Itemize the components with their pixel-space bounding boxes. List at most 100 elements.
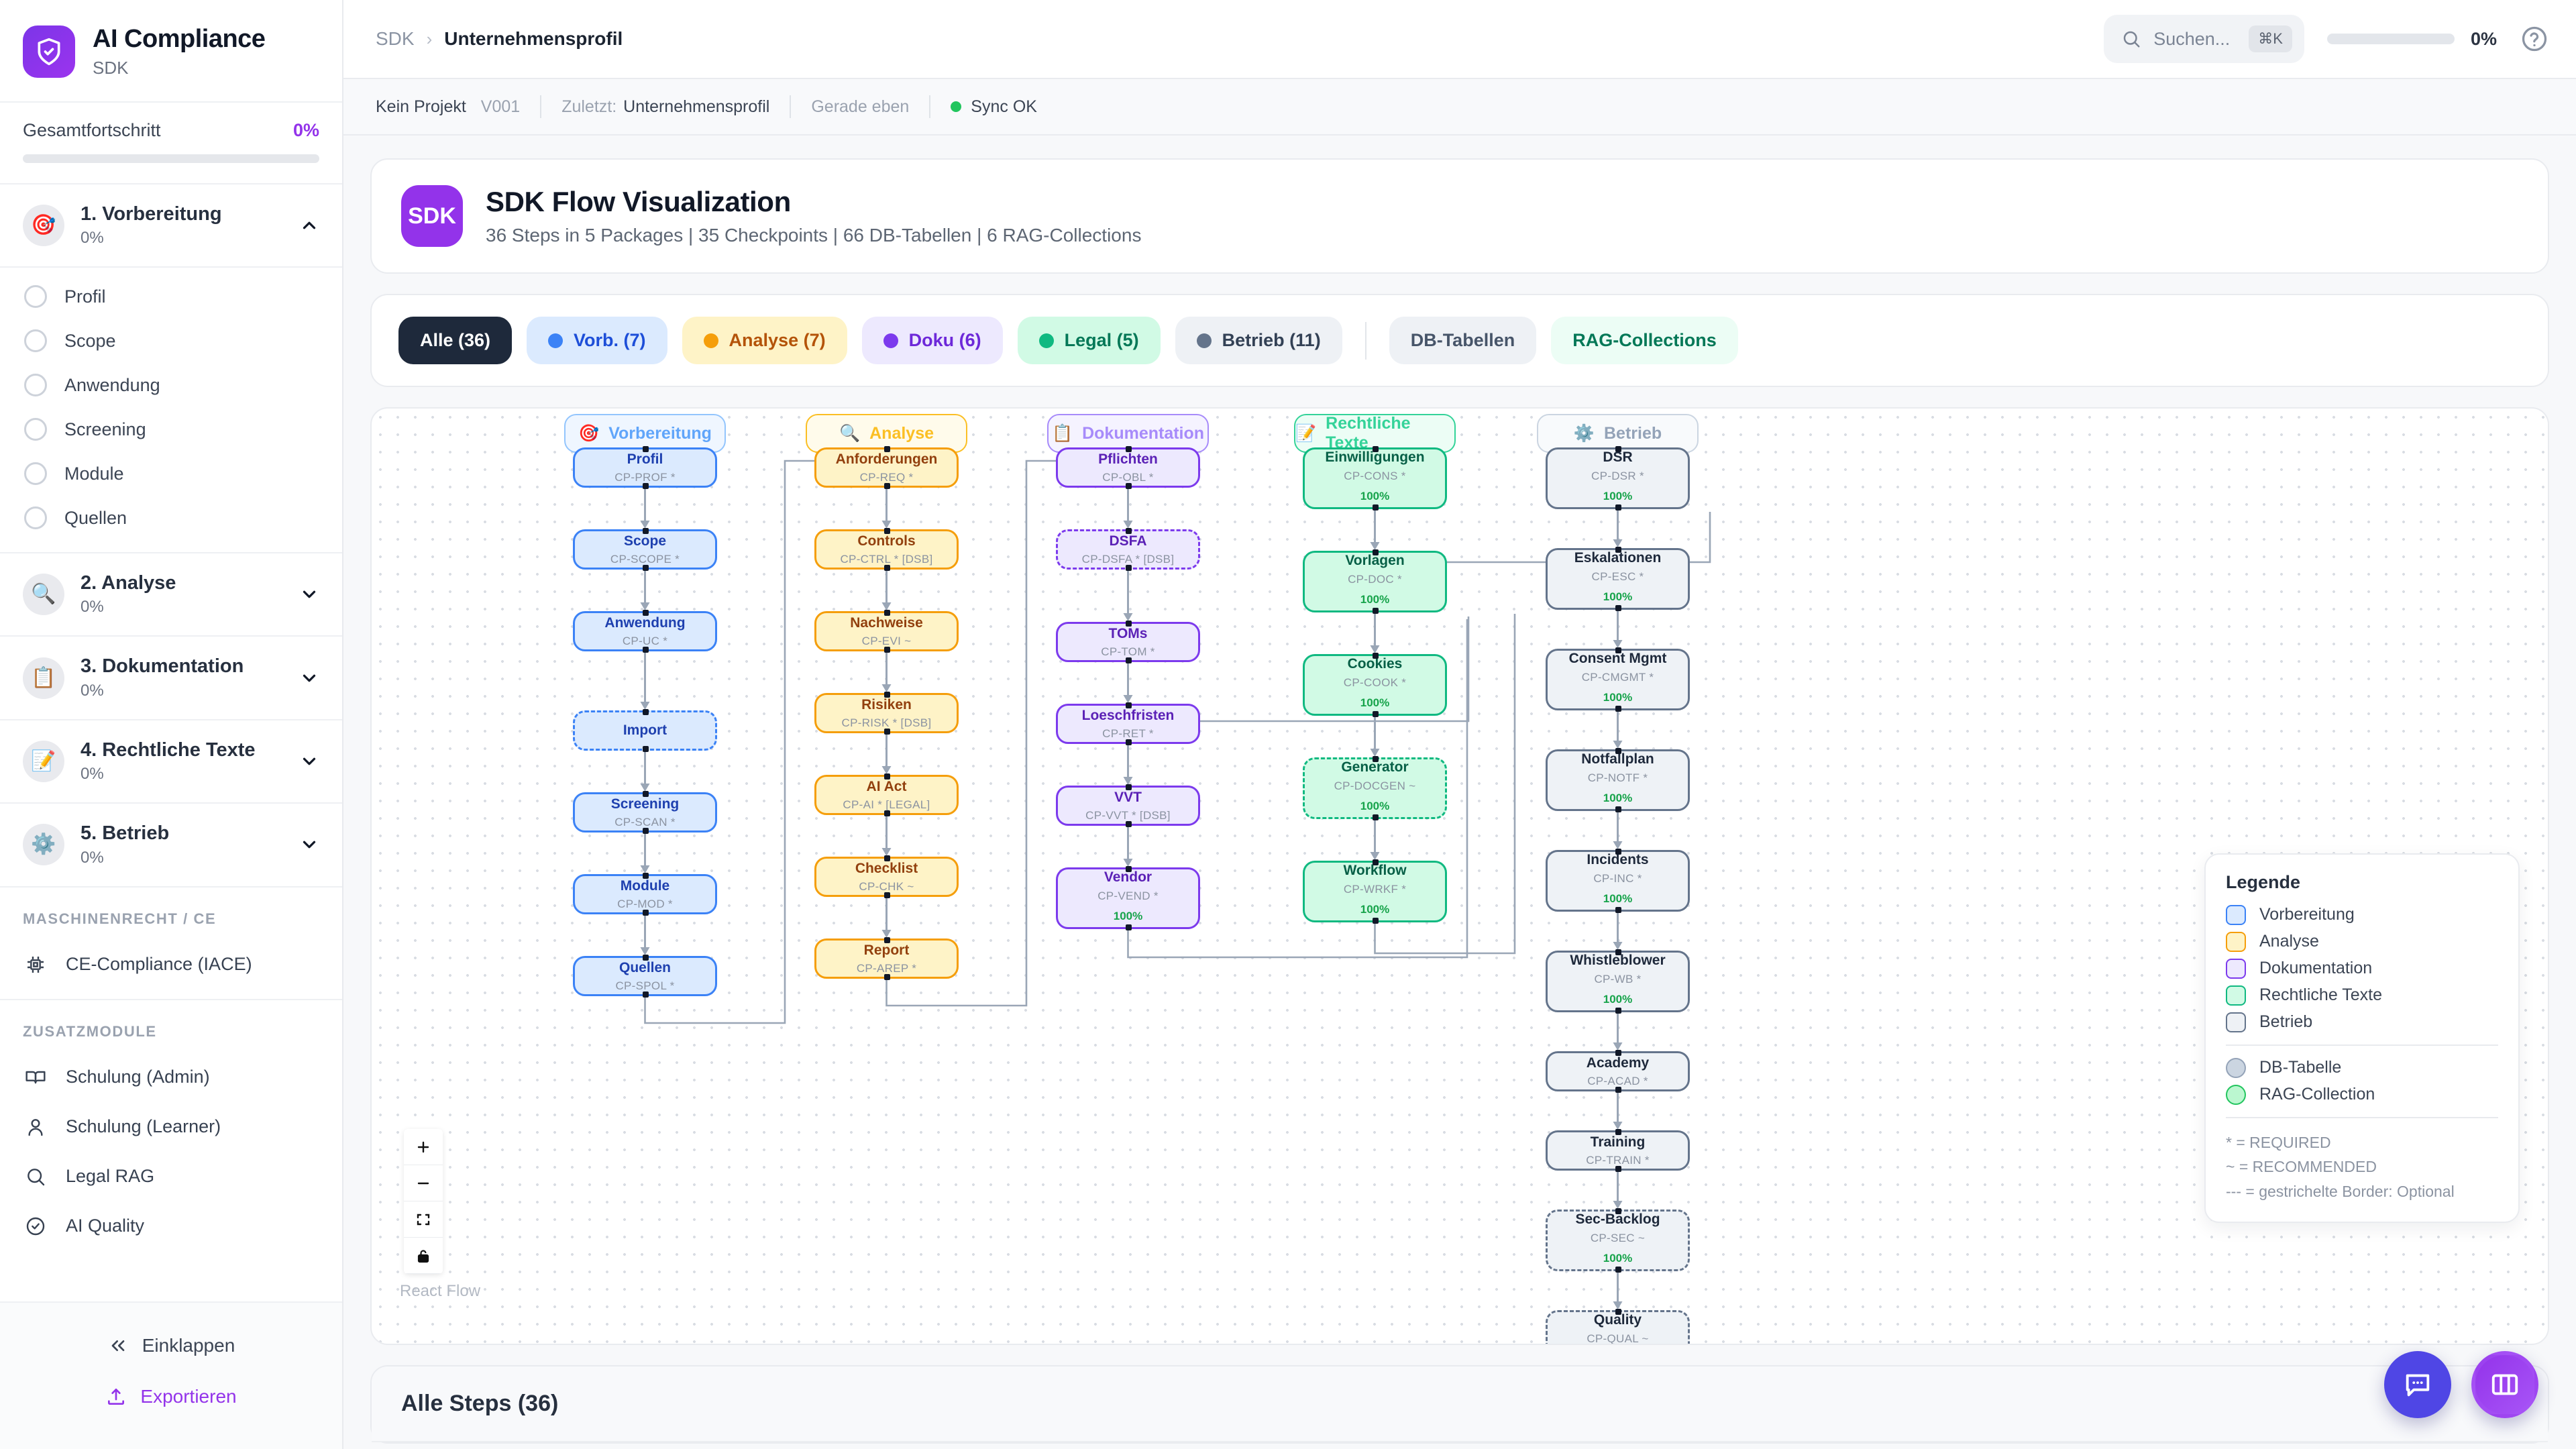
node-handle-top[interactable] <box>1125 866 1132 872</box>
node-handle-bottom[interactable] <box>1372 608 1379 614</box>
panel-fab-button[interactable] <box>2471 1351 2538 1418</box>
step-radio[interactable] <box>24 418 47 441</box>
node-handle-bottom[interactable] <box>1372 504 1379 511</box>
node-handle-top[interactable] <box>642 955 649 961</box>
node-handle-bottom[interactable] <box>1615 504 1621 511</box>
node-handle-bottom[interactable] <box>883 810 890 816</box>
nav-ai-quality[interactable]: AI Quality <box>0 1201 342 1251</box>
node-handle-top[interactable] <box>1125 528 1132 534</box>
filter-chip-alle-36[interactable]: Alle (36) <box>398 317 513 364</box>
node-handle-bottom[interactable] <box>1372 814 1379 820</box>
step-radio[interactable] <box>24 329 47 353</box>
step-radio[interactable] <box>24 374 47 397</box>
nav-legal-rag[interactable]: Legal RAG <box>0 1152 342 1201</box>
node-handle-bottom[interactable] <box>1615 907 1621 913</box>
node-handle-bottom[interactable] <box>883 647 890 653</box>
zoom-out-button[interactable] <box>404 1165 443 1201</box>
breadcrumb-root[interactable]: SDK <box>376 28 415 49</box>
sidebar-substep-module[interactable]: Module <box>0 451 342 496</box>
node-handle-bottom[interactable] <box>642 647 649 653</box>
node-handle-bottom[interactable] <box>642 828 649 834</box>
sidebar-substep-profil[interactable]: Profil <box>0 274 342 319</box>
node-handle-bottom[interactable] <box>1125 924 1132 930</box>
node-handle-top[interactable] <box>1615 547 1621 553</box>
node-handle-bottom[interactable] <box>883 565 890 571</box>
node-handle-top[interactable] <box>642 610 649 616</box>
node-handle-bottom[interactable] <box>642 565 649 571</box>
node-handle-bottom[interactable] <box>642 910 649 916</box>
node-handle-bottom[interactable] <box>642 483 649 489</box>
node-handle-top[interactable] <box>1615 1208 1621 1214</box>
node-handle-top[interactable] <box>1615 1309 1621 1315</box>
node-handle-top[interactable] <box>883 773 890 780</box>
search-input[interactable]: Suchen... ⌘K <box>2104 15 2304 63</box>
node-handle-bottom[interactable] <box>1372 711 1379 717</box>
node-handle-bottom[interactable] <box>1125 821 1132 827</box>
flow-canvas[interactable]: 🎯Vorbereitung🔍Analyse📋Dokumentation📝Rech… <box>370 407 2549 1345</box>
nav-schulung-learner[interactable]: Schulung (Learner) <box>0 1102 342 1152</box>
sidebar-substep-quellen[interactable]: Quellen <box>0 496 342 540</box>
sidebar-substep-scope[interactable]: Scope <box>0 319 342 363</box>
filter-chip-betrieb-11[interactable]: Betrieb (11) <box>1175 317 1342 364</box>
node-handle-bottom[interactable] <box>1125 565 1132 571</box>
zoom-in-button[interactable] <box>404 1129 443 1165</box>
node-handle-top[interactable] <box>1615 647 1621 653</box>
chat-fab-button[interactable] <box>2384 1351 2451 1418</box>
node-handle-top[interactable] <box>1615 849 1621 855</box>
node-handle-top[interactable] <box>1125 621 1132 627</box>
node-handle-bottom[interactable] <box>1615 1008 1621 1014</box>
filter-chip-db-tabellen[interactable]: DB-Tabellen <box>1389 317 1537 364</box>
node-handle-bottom[interactable] <box>642 746 649 752</box>
lock-button[interactable] <box>404 1238 443 1274</box>
node-handle-top[interactable] <box>1372 653 1379 659</box>
node-handle-top[interactable] <box>1615 1050 1621 1056</box>
step-radio[interactable] <box>24 285 47 309</box>
node-handle-bottom[interactable] <box>642 991 649 998</box>
filter-chip-analyse-7[interactable]: Analyse (7) <box>682 317 847 364</box>
node-handle-bottom[interactable] <box>1125 739 1132 745</box>
node-handle-top[interactable] <box>1615 748 1621 754</box>
node-handle-top[interactable] <box>1615 949 1621 955</box>
filter-chip-legal-5[interactable]: Legal (5) <box>1017 317 1161 364</box>
brand-header[interactable]: AI Compliance SDK <box>0 0 342 103</box>
node-handle-top[interactable] <box>642 446 649 452</box>
sidebar-substep-screening[interactable]: Screening <box>0 407 342 451</box>
collapse-sidebar-button[interactable]: Einklappen <box>0 1320 342 1371</box>
node-handle-top[interactable] <box>1372 549 1379 555</box>
node-handle-top[interactable] <box>642 709 649 715</box>
node-handle-top[interactable] <box>1372 859 1379 865</box>
node-handle-top[interactable] <box>1125 784 1132 790</box>
node-handle-bottom[interactable] <box>1372 918 1379 924</box>
flow-node[interactable]: Import <box>573 709 717 752</box>
